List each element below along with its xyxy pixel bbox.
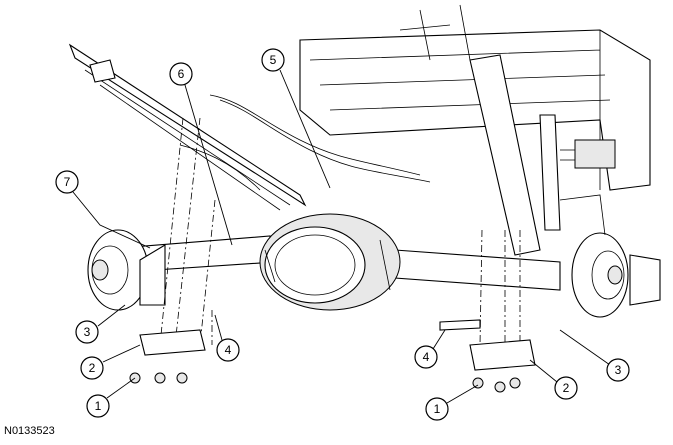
leader-1-left [106,377,136,399]
frame-chassis [299,4,651,256]
callout-4-left: 4 [216,338,240,362]
leader-1-right [446,384,479,404]
callout-3-left-label: 3 [84,325,91,339]
callout-2-right-label: 2 [563,381,570,395]
callout-4-right: 4 [414,345,438,369]
callout-6-label: 6 [178,67,185,81]
callout-2-left: 2 [80,356,104,380]
figure-reference-code: N0133523 [4,425,55,437]
callout-5-label: 5 [270,53,277,67]
callout-3-left: 3 [75,320,99,344]
right-brake-assembly [559,194,661,318]
leader-4-right [432,329,446,350]
callout-4-right-label: 4 [423,350,430,364]
leader-3-right [559,329,611,366]
callout-3-right: 3 [606,358,630,382]
callout-2-right: 2 [554,376,578,400]
leader-7 [72,191,151,249]
leader-5 [279,69,331,189]
leader-2-left [102,344,141,363]
callout-2-left-label: 2 [89,361,96,375]
right-u-bolts [439,229,536,393]
callout-7: 7 [55,170,79,194]
callout-7-label: 7 [64,175,71,189]
callout-1-left: 1 [86,394,110,418]
callout-5: 5 [261,48,285,72]
left-brake-assembly [87,229,166,311]
axle-housing [119,213,561,311]
callout-1-right: 1 [425,397,449,421]
leader-3-left [97,304,126,327]
callout-1-left-label: 1 [95,399,102,413]
callout-6: 6 [169,62,193,86]
brake-lines [179,94,431,191]
callout-4-left-label: 4 [225,343,232,357]
leader-4-left [214,314,223,341]
leader-2-right [529,359,558,383]
left-u-bolts [129,117,216,384]
leaf-spring [68,43,307,211]
leader-6 [184,84,233,246]
callout-3-right-label: 3 [615,363,622,377]
callout-1-right-label: 1 [434,402,441,416]
